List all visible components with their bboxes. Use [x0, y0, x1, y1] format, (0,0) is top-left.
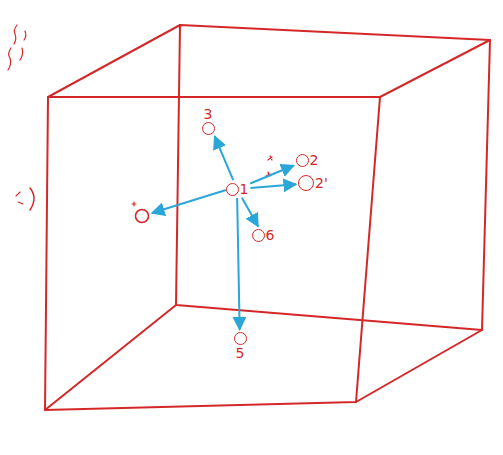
- cube-back-face: [176, 25, 490, 330]
- scribble: [8, 25, 17, 70]
- arrow: [152, 190, 226, 213]
- atom-number: 3: [204, 107, 213, 121]
- atom-number: 6: [266, 228, 275, 242]
- cube-front-face: [45, 97, 380, 410]
- atom-circle: [136, 210, 149, 223]
- tick-mark: [132, 202, 136, 206]
- atom-node: 2: [296, 153, 319, 167]
- atom-circle: [296, 154, 309, 167]
- atom-node: 6: [252, 228, 275, 242]
- cube-edge: [45, 305, 176, 410]
- atom-number: 1: [240, 182, 249, 196]
- atom-number: 2': [315, 176, 328, 190]
- tick-mark: [268, 156, 272, 160]
- atom-node: 5: [234, 332, 247, 360]
- cube-edge: [48, 25, 180, 97]
- scribble: [20, 31, 26, 60]
- atom-node: 2': [298, 175, 328, 191]
- bond-arrow: [242, 198, 258, 227]
- cube-edge: [356, 330, 482, 402]
- atom-node: 3: [202, 107, 215, 135]
- atom-circle: [202, 122, 215, 135]
- atom-number: 5: [236, 346, 245, 360]
- bond-arrow: [215, 136, 234, 180]
- bond-arrow: [237, 198, 240, 330]
- cube-edge: [380, 40, 490, 97]
- atom-circle: [234, 332, 247, 345]
- atom-circle: [298, 175, 314, 191]
- bracket: [30, 188, 34, 210]
- atom-circle: [252, 229, 265, 242]
- bond-arrow: [250, 166, 293, 184]
- atom-node: 1: [226, 182, 249, 196]
- atom-circle: [226, 183, 239, 196]
- scribble: [16, 192, 23, 204]
- bond-arrow: [250, 184, 296, 188]
- atom-number: 2: [310, 153, 319, 167]
